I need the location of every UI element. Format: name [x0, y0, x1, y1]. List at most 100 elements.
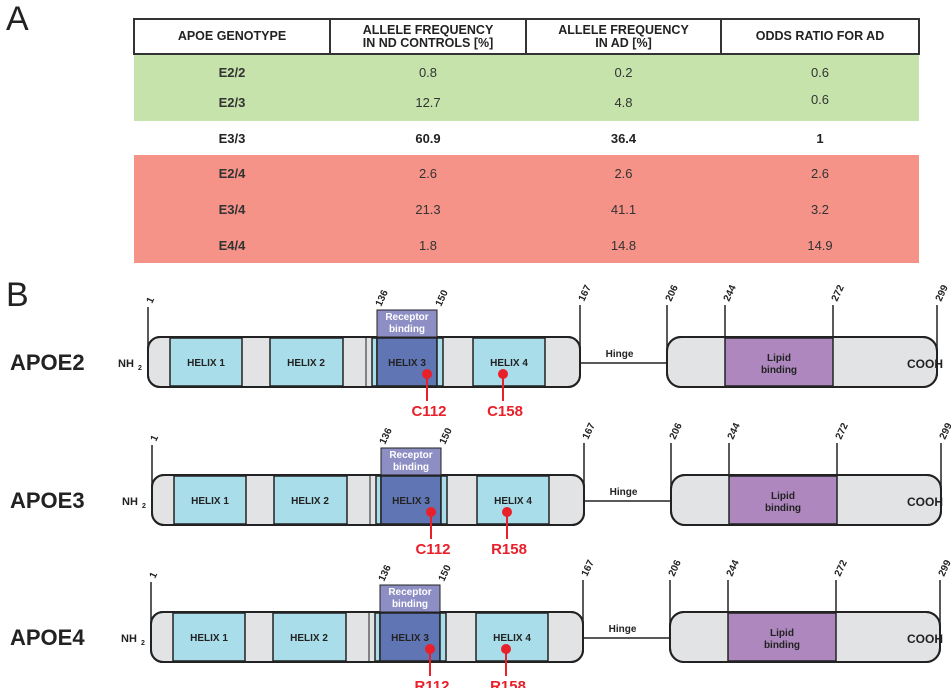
cell-odds-ratio: 14.9 [721, 227, 919, 263]
cell-ad-freq: 0.2 [526, 54, 721, 84]
hinge-label: Hinge [606, 349, 634, 360]
n-terminus-label: NH [121, 633, 137, 645]
position-label: 206 [664, 283, 681, 303]
cell-odds-ratio: 2.6 [721, 155, 919, 191]
c-terminus-label: COOH [907, 357, 943, 371]
cell-nd-freq: 21.3 [330, 191, 526, 227]
position-label: 136 [377, 563, 394, 583]
mutation-label: C112 [415, 541, 450, 558]
helix-label: HELIX 1 [191, 496, 229, 507]
helix-1 [172, 612, 246, 662]
helix-2 [273, 475, 348, 525]
cell-nd-freq: 2.6 [330, 155, 526, 191]
cell-nd-freq: 0.8 [330, 54, 526, 84]
n-terminus-label: NH [122, 496, 138, 508]
cell-odds-ratio: 0.6 [721, 84, 919, 121]
mutation-marker [501, 644, 511, 654]
table-row: E3/3 60.9 36.4 1 [134, 121, 919, 155]
cell-nd-freq: 12.7 [330, 84, 526, 121]
c-terminus-label: COOH [907, 495, 943, 509]
position-label: 136 [374, 288, 391, 308]
isoform-name: APOE2 [10, 350, 85, 375]
position-label: 1 [148, 570, 161, 580]
helix-label: HELIX 2 [291, 496, 329, 507]
position-label: 1 [145, 295, 158, 305]
mutation-marker [502, 507, 512, 517]
receptor-binding-label: Receptor [385, 312, 428, 323]
cell-odds-ratio: 1 [721, 121, 919, 155]
isoform-name: APOE4 [10, 625, 85, 650]
panel-label-b: B [6, 276, 29, 314]
position-label: 299 [938, 421, 951, 441]
table-row: E4/4 1.8 14.8 14.9 [134, 227, 919, 263]
table-row: E2/2 0.8 0.2 0.6 [134, 54, 919, 84]
mutation-marker [426, 507, 436, 517]
position-label: 299 [937, 558, 951, 578]
helix-label: HELIX 1 [187, 358, 225, 369]
header-odds-ratio: ODDS RATIO FOR AD [720, 18, 920, 55]
n-terminus-label: NH [118, 358, 134, 370]
header-line: IN ND CONTROLS [%] [362, 35, 494, 50]
helix-label: HELIX 2 [287, 358, 325, 369]
helix-label: HELIX 3 [388, 358, 426, 369]
position-label: 167 [577, 283, 594, 303]
mutation-label: C112 [411, 403, 446, 420]
receptor-binding-label: binding [389, 324, 425, 335]
n-terminus-subscript: 2 [141, 640, 145, 647]
cell-genotype: E4/4 [134, 227, 330, 263]
helix-label: HELIX 1 [190, 633, 228, 644]
cell-ad-freq: 2.6 [526, 155, 721, 191]
position-label: 244 [725, 558, 742, 578]
position-label: 150 [438, 426, 455, 446]
lipid-binding-label: binding [761, 365, 797, 376]
receptor-binding-label: Receptor [389, 450, 432, 461]
receptor-binding-region [376, 309, 438, 338]
mutation-marker [422, 369, 432, 379]
position-label: 206 [667, 558, 684, 578]
cell-ad-freq: 41.1 [526, 191, 721, 227]
cell-genotype: E3/3 [134, 121, 330, 155]
header-line: ALLELE FREQUENCY [362, 22, 494, 37]
helix-3-edge [439, 612, 447, 662]
position-label: 150 [437, 563, 454, 583]
helix-3-edge [436, 337, 444, 387]
lipid-binding-label: binding [765, 503, 801, 514]
mutation-label: C158 [487, 403, 523, 420]
header-line: APOE GENOTYPE [177, 29, 287, 43]
position-label: 244 [722, 283, 739, 303]
table-row: E2/4 2.6 2.6 2.6 [134, 155, 919, 191]
cell-nd-freq: 60.9 [330, 121, 526, 155]
receptor-binding-label: binding [392, 599, 428, 610]
hinge-label: Hinge [610, 487, 638, 498]
helix-label: HELIX 4 [490, 358, 528, 369]
table-row: E2/3 12.7 4.8 0.6 [134, 84, 919, 121]
cell-ad-freq: 36.4 [526, 121, 721, 155]
position-label: 244 [726, 421, 743, 441]
lipid-binding-label: Lipid [771, 491, 795, 502]
helix-label: HELIX 3 [391, 633, 429, 644]
n-terminus-subscript: 2 [142, 503, 146, 510]
position-label: 167 [581, 421, 598, 441]
cell-genotype: E2/3 [134, 84, 330, 121]
lipid-binding-label: Lipid [767, 353, 791, 364]
cell-odds-ratio: 0.6 [721, 54, 919, 84]
mutation-label: R158 [490, 678, 526, 688]
position-label: 136 [378, 426, 395, 446]
position-label: 272 [834, 421, 851, 441]
cell-ad-freq: 14.8 [526, 227, 721, 263]
helix-1 [169, 337, 243, 387]
lipid-binding-label: Lipid [770, 628, 794, 639]
header-line: ALLELE FREQUENCY [558, 22, 689, 37]
header-line: IN AD [%] [595, 35, 652, 50]
receptor-binding-region [379, 584, 441, 613]
position-label: 167 [580, 558, 597, 578]
position-label: 1 [149, 433, 162, 443]
cell-ad-freq: 4.8 [526, 84, 721, 121]
cell-genotype: E2/2 [134, 54, 330, 84]
position-label: 150 [434, 288, 451, 308]
isoform-name: APOE3 [10, 488, 85, 513]
